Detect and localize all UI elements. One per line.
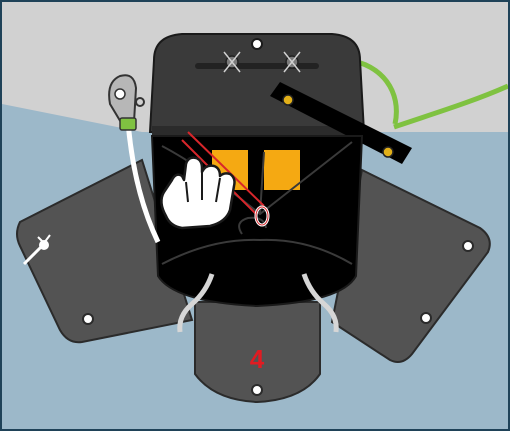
yellow-handle-right <box>264 150 300 190</box>
lid-eyelet <box>252 39 262 49</box>
strap-bolt-top <box>283 95 293 105</box>
strap-bolt-bottom <box>383 147 393 157</box>
step-number: 4 <box>250 344 265 374</box>
